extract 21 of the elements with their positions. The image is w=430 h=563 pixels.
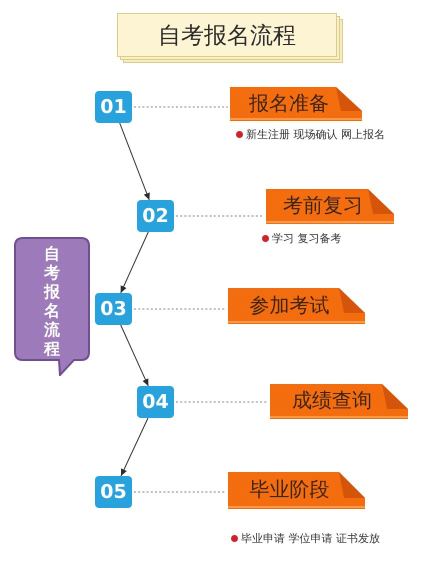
step-banner: 考前复习 <box>266 189 394 224</box>
step-banner: 成绩查询 <box>270 384 408 419</box>
note-text: 学习 复习备考 <box>272 231 342 246</box>
dotted-line <box>134 106 228 108</box>
arrow <box>120 324 149 386</box>
title-box: 自考报名流程 <box>117 13 343 63</box>
step-banner: 报名准备 <box>230 87 362 121</box>
step-banner: 参加考试 <box>228 288 365 324</box>
step-number-box: 04 <box>137 386 174 418</box>
step-number-box: 05 <box>95 476 132 508</box>
arrow <box>119 122 150 200</box>
step-banner: 毕业阶段 <box>228 472 365 509</box>
arrow <box>120 232 149 294</box>
step-number-box: 03 <box>95 293 132 325</box>
note-text: 新生注册 现场确认 网上报名 <box>246 127 385 142</box>
arrow <box>120 418 148 476</box>
step-number-box: 02 <box>137 200 174 232</box>
step-number-box: 01 <box>95 91 132 123</box>
speech-bubble: 自考报名流程 <box>14 237 90 376</box>
note-text: 毕业申请 学位申请 证书发放 <box>241 531 380 546</box>
dotted-line <box>134 308 226 310</box>
